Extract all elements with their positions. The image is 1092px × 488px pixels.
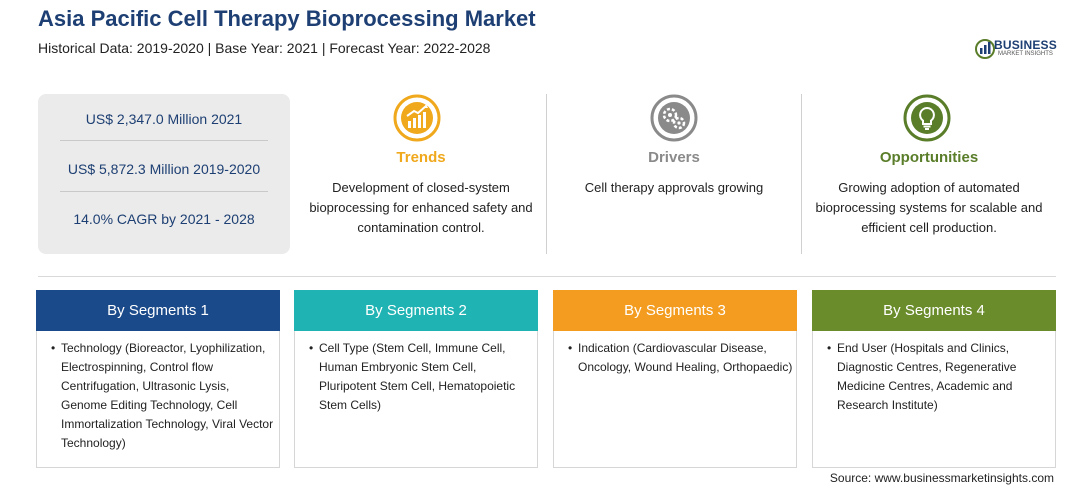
source-note: Source: www.businessmarketinsights.com bbox=[829, 471, 1054, 485]
drivers-block: Drivers Cell therapy approvals growing bbox=[548, 94, 800, 254]
divider bbox=[546, 94, 547, 254]
stat-cagr: 14.0% CAGR by 2021 - 2028 bbox=[73, 211, 255, 227]
globe-icon bbox=[975, 39, 995, 59]
company-logo[interactable]: BUSINESS MARKET INSIGHTS bbox=[974, 36, 1064, 60]
segment-3-header: By Segments 3 bbox=[553, 290, 797, 331]
trends-block: Trends Development of closed-system biop… bbox=[296, 94, 546, 254]
opportunities-text: Growing adoption of automated bioprocess… bbox=[815, 180, 1043, 235]
segment-3-text: Indication (Cardiovascular Disease, Onco… bbox=[578, 341, 793, 374]
lightbulb-icon bbox=[903, 94, 951, 142]
logo-subtext: MARKET INSIGHTS bbox=[998, 51, 1053, 57]
divider bbox=[60, 140, 268, 141]
segment-2-text: Cell Type (Stem Cell, Immune Cell, Human… bbox=[319, 341, 516, 412]
divider bbox=[60, 191, 268, 192]
stat-market-size-2021: US$ 2,347.0 Million 2021 bbox=[85, 111, 243, 127]
divider bbox=[801, 94, 802, 254]
trend-chart-icon bbox=[393, 94, 441, 142]
segment-card-1: By Segments 1 • Technology (Bioreactor, … bbox=[36, 290, 280, 468]
bullet-icon: • bbox=[51, 341, 56, 355]
bullet-icon: • bbox=[309, 341, 314, 355]
drivers-title: Drivers bbox=[648, 149, 700, 166]
segment-3-list-item: • Indication (Cardiovascular Disease, On… bbox=[568, 339, 794, 377]
opportunities-title: Opportunities bbox=[879, 149, 979, 166]
segment-1-header: By Segments 1 bbox=[36, 290, 280, 331]
segment-card-4: By Segments 4 • End User (Hospitals and … bbox=[812, 290, 1056, 468]
logo-text: BUSINESS bbox=[994, 38, 1057, 52]
market-stats-panel: US$ 2,347.0 Million 2021 US$ 5,872.3 Mil… bbox=[38, 94, 290, 254]
page-subtitle: Historical Data: 2019-2020 | Base Year: … bbox=[38, 40, 491, 56]
section-divider bbox=[38, 276, 1056, 277]
page-title: Asia Pacific Cell Therapy Bioprocessing … bbox=[38, 6, 536, 31]
segment-4-header: By Segments 4 bbox=[812, 290, 1056, 331]
opportunities-block: Opportunities Growing adoption of automa… bbox=[803, 94, 1055, 254]
segment-2-header: By Segments 2 bbox=[294, 290, 538, 331]
segment-card-2: By Segments 2 • Cell Type (Stem Cell, Im… bbox=[294, 290, 538, 468]
segment-1-list-item: • Technology (Bioreactor, Lyophilization… bbox=[51, 339, 277, 453]
segment-2-list-item: • Cell Type (Stem Cell, Immune Cell, Hum… bbox=[309, 339, 535, 415]
segment-1-text: Technology (Bioreactor, Lyophilization, … bbox=[61, 341, 274, 450]
stat-historical-size: US$ 5,872.3 Million 2019-2020 bbox=[67, 161, 261, 177]
drivers-text: Cell therapy approvals growing bbox=[584, 180, 764, 195]
segment-4-text: End User (Hospitals and Clinics, Diagnos… bbox=[837, 341, 1017, 412]
trends-title: Trends bbox=[396, 149, 446, 166]
segment-4-list-item: • End User (Hospitals and Clinics, Diagn… bbox=[827, 339, 1053, 415]
trends-text: Development of closed-system bioprocessi… bbox=[309, 180, 533, 235]
bullet-icon: • bbox=[568, 341, 573, 355]
gears-icon bbox=[650, 94, 698, 142]
bullet-icon: • bbox=[827, 341, 832, 355]
segment-card-3: By Segments 3 • Indication (Cardiovascul… bbox=[553, 290, 797, 468]
